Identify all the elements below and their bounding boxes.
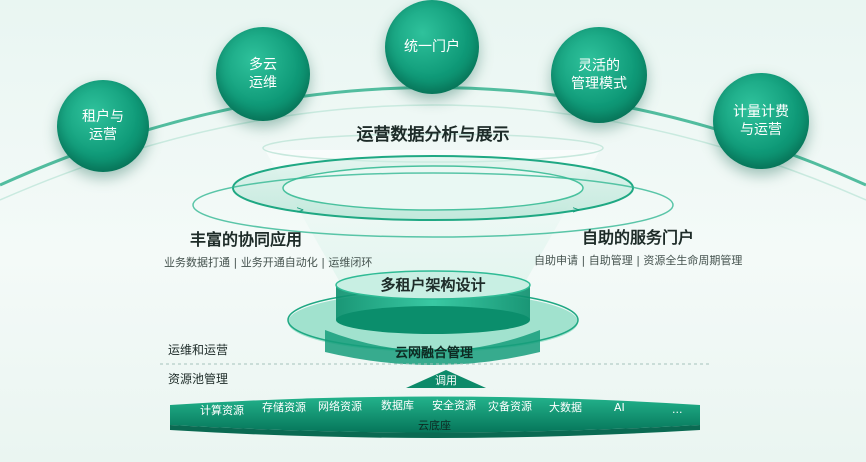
- cloud-mgmt-label: 云网融合管理: [394, 346, 473, 361]
- resource-item: 大数据: [549, 401, 582, 414]
- invoke-arrow: [406, 370, 486, 388]
- bubble-flexible-mgmt: 灵活的 管理模式: [551, 27, 647, 123]
- bubble-unified-portal: 统一门户: [385, 0, 479, 94]
- svg-text:>: >: [296, 205, 304, 216]
- resource-item: 灾备资源: [488, 400, 532, 413]
- invoke-label: 调用: [435, 374, 457, 387]
- left-title: 丰富的协同应用: [190, 230, 303, 249]
- resource-item: 安全资源: [432, 399, 476, 412]
- right-title: 自助的服务门户: [582, 228, 695, 247]
- top-title: 运营数据分析与展示: [356, 125, 510, 145]
- resource-item: 存储资源: [262, 401, 306, 414]
- resource-item: 网络资源: [318, 400, 362, 413]
- base-label: 云底座: [418, 419, 451, 432]
- bubble-metering-billing: 计量计费 与运营: [713, 73, 809, 169]
- bubble-multicloud-ops: 多云 运维: [216, 27, 310, 121]
- svg-text:>: >: [572, 205, 580, 216]
- resource-item: AI: [614, 401, 625, 414]
- resource-item: 计算资源: [200, 404, 244, 417]
- left-subtitle: 业务数据打通 | 业务开通自动化 | 运维闭环: [164, 256, 373, 269]
- layer-pool: 资源池管理: [168, 372, 229, 386]
- base-band: [170, 396, 700, 433]
- resource-item: 数据库: [381, 399, 414, 412]
- bubble-tenant-ops: 租户与 运营: [57, 80, 149, 172]
- layer-ops: 运维和运营: [168, 343, 229, 357]
- center-title: 多租户架构设计: [380, 276, 486, 294]
- right-subtitle: 自助申请 | 自助管理 | 资源全生命周期管理: [534, 254, 743, 267]
- resource-item: ...: [672, 403, 683, 416]
